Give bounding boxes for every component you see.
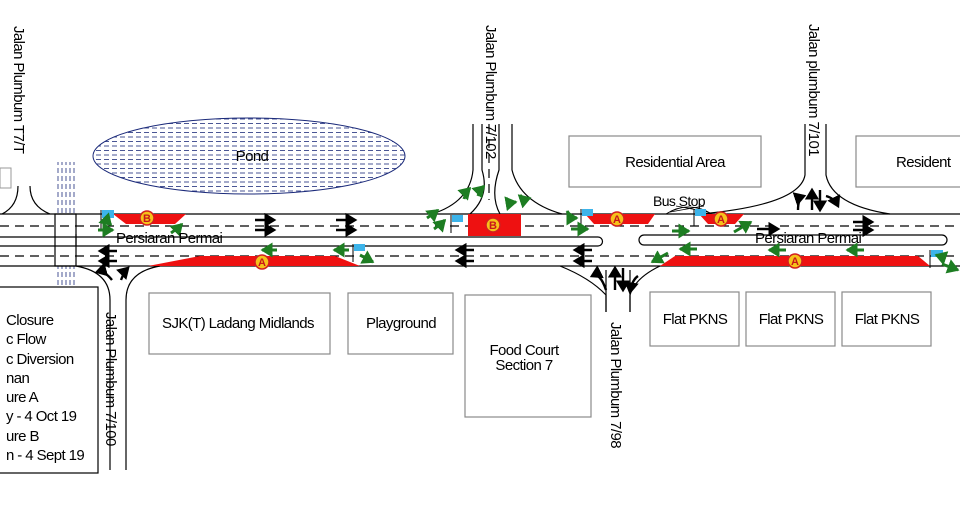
svg-text:Residential Area: Residential Area [625, 154, 726, 171]
badge-a-3: A [254, 254, 270, 270]
playground: Playground [347, 292, 454, 355]
svg-text:B: B [143, 213, 151, 225]
legend: Closure c Flow c Diversion nan ure A y -… [0, 286, 99, 474]
pond-label: Pond [236, 148, 269, 165]
legend-item: c Flow [6, 331, 47, 348]
road-label-t7t: Jalan Plumbum T7/T [10, 26, 27, 154]
svg-text:Flat PKNS: Flat PKNS [855, 311, 920, 328]
road-label-persiaran-permai-west: Persiaran Permai [116, 230, 223, 247]
side-road-t7t [1, 185, 51, 215]
svg-text:A: A [613, 214, 621, 226]
svg-text:SJK(T) Ladang Midlands: SJK(T) Ladang Midlands [162, 315, 314, 332]
svg-text:Flat PKNS: Flat PKNS [759, 311, 824, 328]
small-structure [0, 167, 12, 189]
svg-text:Food Court: Food Court [489, 342, 559, 359]
traffic-flow-arrows [94, 187, 875, 295]
residential-area-1: Residential Area [568, 135, 762, 188]
legend-item: Closure [6, 312, 54, 329]
svg-text:A: A [791, 256, 799, 268]
road-label-7-98: Jalan Plumbum 7/98 [607, 322, 624, 448]
svg-text:A: A [258, 257, 266, 269]
svg-text:B: B [489, 220, 497, 232]
badge-b-2: B [485, 217, 501, 233]
svg-text:Flat PKNS: Flat PKNS [663, 311, 728, 328]
residential-area-2: Resident [855, 135, 960, 188]
svg-text:Resident: Resident [896, 154, 952, 171]
badge-b-1: B [139, 210, 155, 226]
side-road-7-100 [75, 265, 161, 470]
road-label-7-101: Jalan plumbum 7/101 [805, 24, 822, 156]
school-sjkt: SJK(T) Ladang Midlands [148, 292, 331, 355]
svg-text:A: A [717, 214, 725, 226]
svg-text:Playground: Playground [366, 315, 436, 332]
badge-a-1: A [609, 211, 625, 227]
closure-a-west [148, 256, 360, 266]
legend-item: y - 4 Oct 19 [6, 408, 77, 425]
flag-icon [929, 250, 943, 268]
legend-item: nan [6, 370, 29, 387]
legend-item: n - 4 Sept 19 [6, 447, 84, 464]
legend-item: ure B [6, 428, 39, 445]
badge-a-2: A [713, 211, 729, 227]
road-label-persiaran-permai-east: Persiaran Permai [755, 230, 862, 247]
food-court: Food Court Section 7 [464, 294, 592, 418]
flat-pkns-1: Flat PKNS [649, 291, 740, 347]
legend-item: ure A [6, 389, 39, 406]
flat-pkns-3: Flat PKNS [841, 291, 932, 347]
flag-icon [450, 215, 463, 233]
bus-stop: Bus Stop [653, 193, 713, 215]
pond: Pond [92, 117, 406, 195]
side-road-7-101 [699, 124, 891, 215]
road-label-7-102: Jalan Plumbum 7/102 [482, 25, 499, 159]
flag-icon [352, 244, 365, 262]
flag-icon [693, 209, 706, 226]
badge-a-4: A [787, 253, 803, 269]
stream-culvert [54, 162, 77, 286]
svg-text:Bus Stop: Bus Stop [653, 193, 706, 209]
legend-item: c Diversion [6, 351, 74, 368]
svg-text:Section 7: Section 7 [495, 357, 552, 374]
flat-pkns-2: Flat PKNS [745, 291, 836, 347]
closure-badges: B B A A A A [139, 210, 803, 270]
road-label-7-100: Jalan Plumbum 7/100 [102, 312, 119, 446]
diversion-arrows [98, 184, 960, 274]
